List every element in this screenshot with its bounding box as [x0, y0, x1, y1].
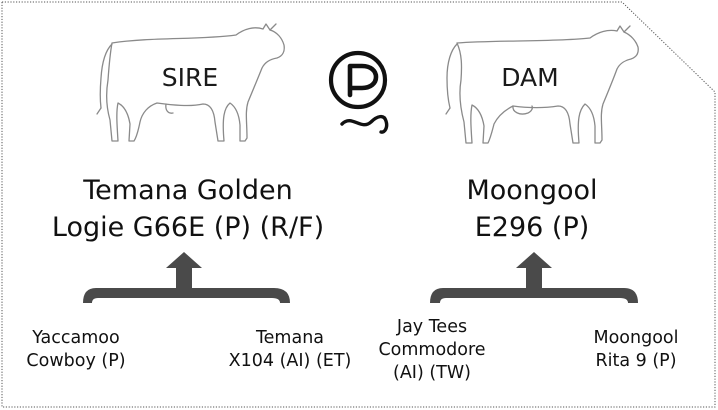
sire-parent-dam-line1: Temana — [255, 328, 325, 348]
polled-p-icon — [328, 50, 389, 134]
dam-label: DAM — [501, 63, 559, 92]
sire-bracket-arrow — [83, 252, 290, 303]
sire-parent-sire-line1: Yaccamoo — [32, 328, 120, 348]
sire-bull-icon — [96, 23, 285, 142]
sire-parent-sire: Yaccamoo Cowboy (P) — [14, 327, 138, 373]
dam-name: Moongool E296 (P) — [372, 172, 692, 246]
sire-name-line1: Temana Golden — [83, 175, 293, 206]
sire-parent-dam: Temana X104 (AI) (ET) — [222, 327, 358, 373]
sire-parent-dam-line2: X104 (AI) (ET) — [228, 351, 352, 371]
sire-name-line2: Logie G66E (P) (R/F) — [51, 212, 325, 243]
sire-name: Temana Golden Logie G66E (P) (R/F) — [20, 172, 356, 246]
dam-parent-dam: Moongool Rita 9 (P) — [574, 327, 698, 373]
dam-parent-sire-line3: (AI) (TW) — [393, 363, 471, 383]
dam-bracket-arrow — [430, 252, 638, 303]
sire-parent-sire-line2: Cowboy (P) — [26, 351, 126, 371]
dam-parent-sire-line2: Commodore — [378, 340, 486, 360]
dam-cow-icon — [445, 25, 639, 144]
dam-name-line2: E296 (P) — [474, 212, 590, 243]
dam-parent-sire-line1: Jay Tees — [396, 317, 468, 337]
dam-parent-sire: Jay Tees Commodore (AI) (TW) — [370, 316, 494, 385]
sire-label: SIRE — [161, 63, 219, 92]
dam-parent-dam-line1: Moongool — [593, 328, 679, 348]
dam-name-line1: Moongool — [466, 175, 598, 206]
dam-parent-dam-line2: Rita 9 (P) — [595, 351, 677, 371]
